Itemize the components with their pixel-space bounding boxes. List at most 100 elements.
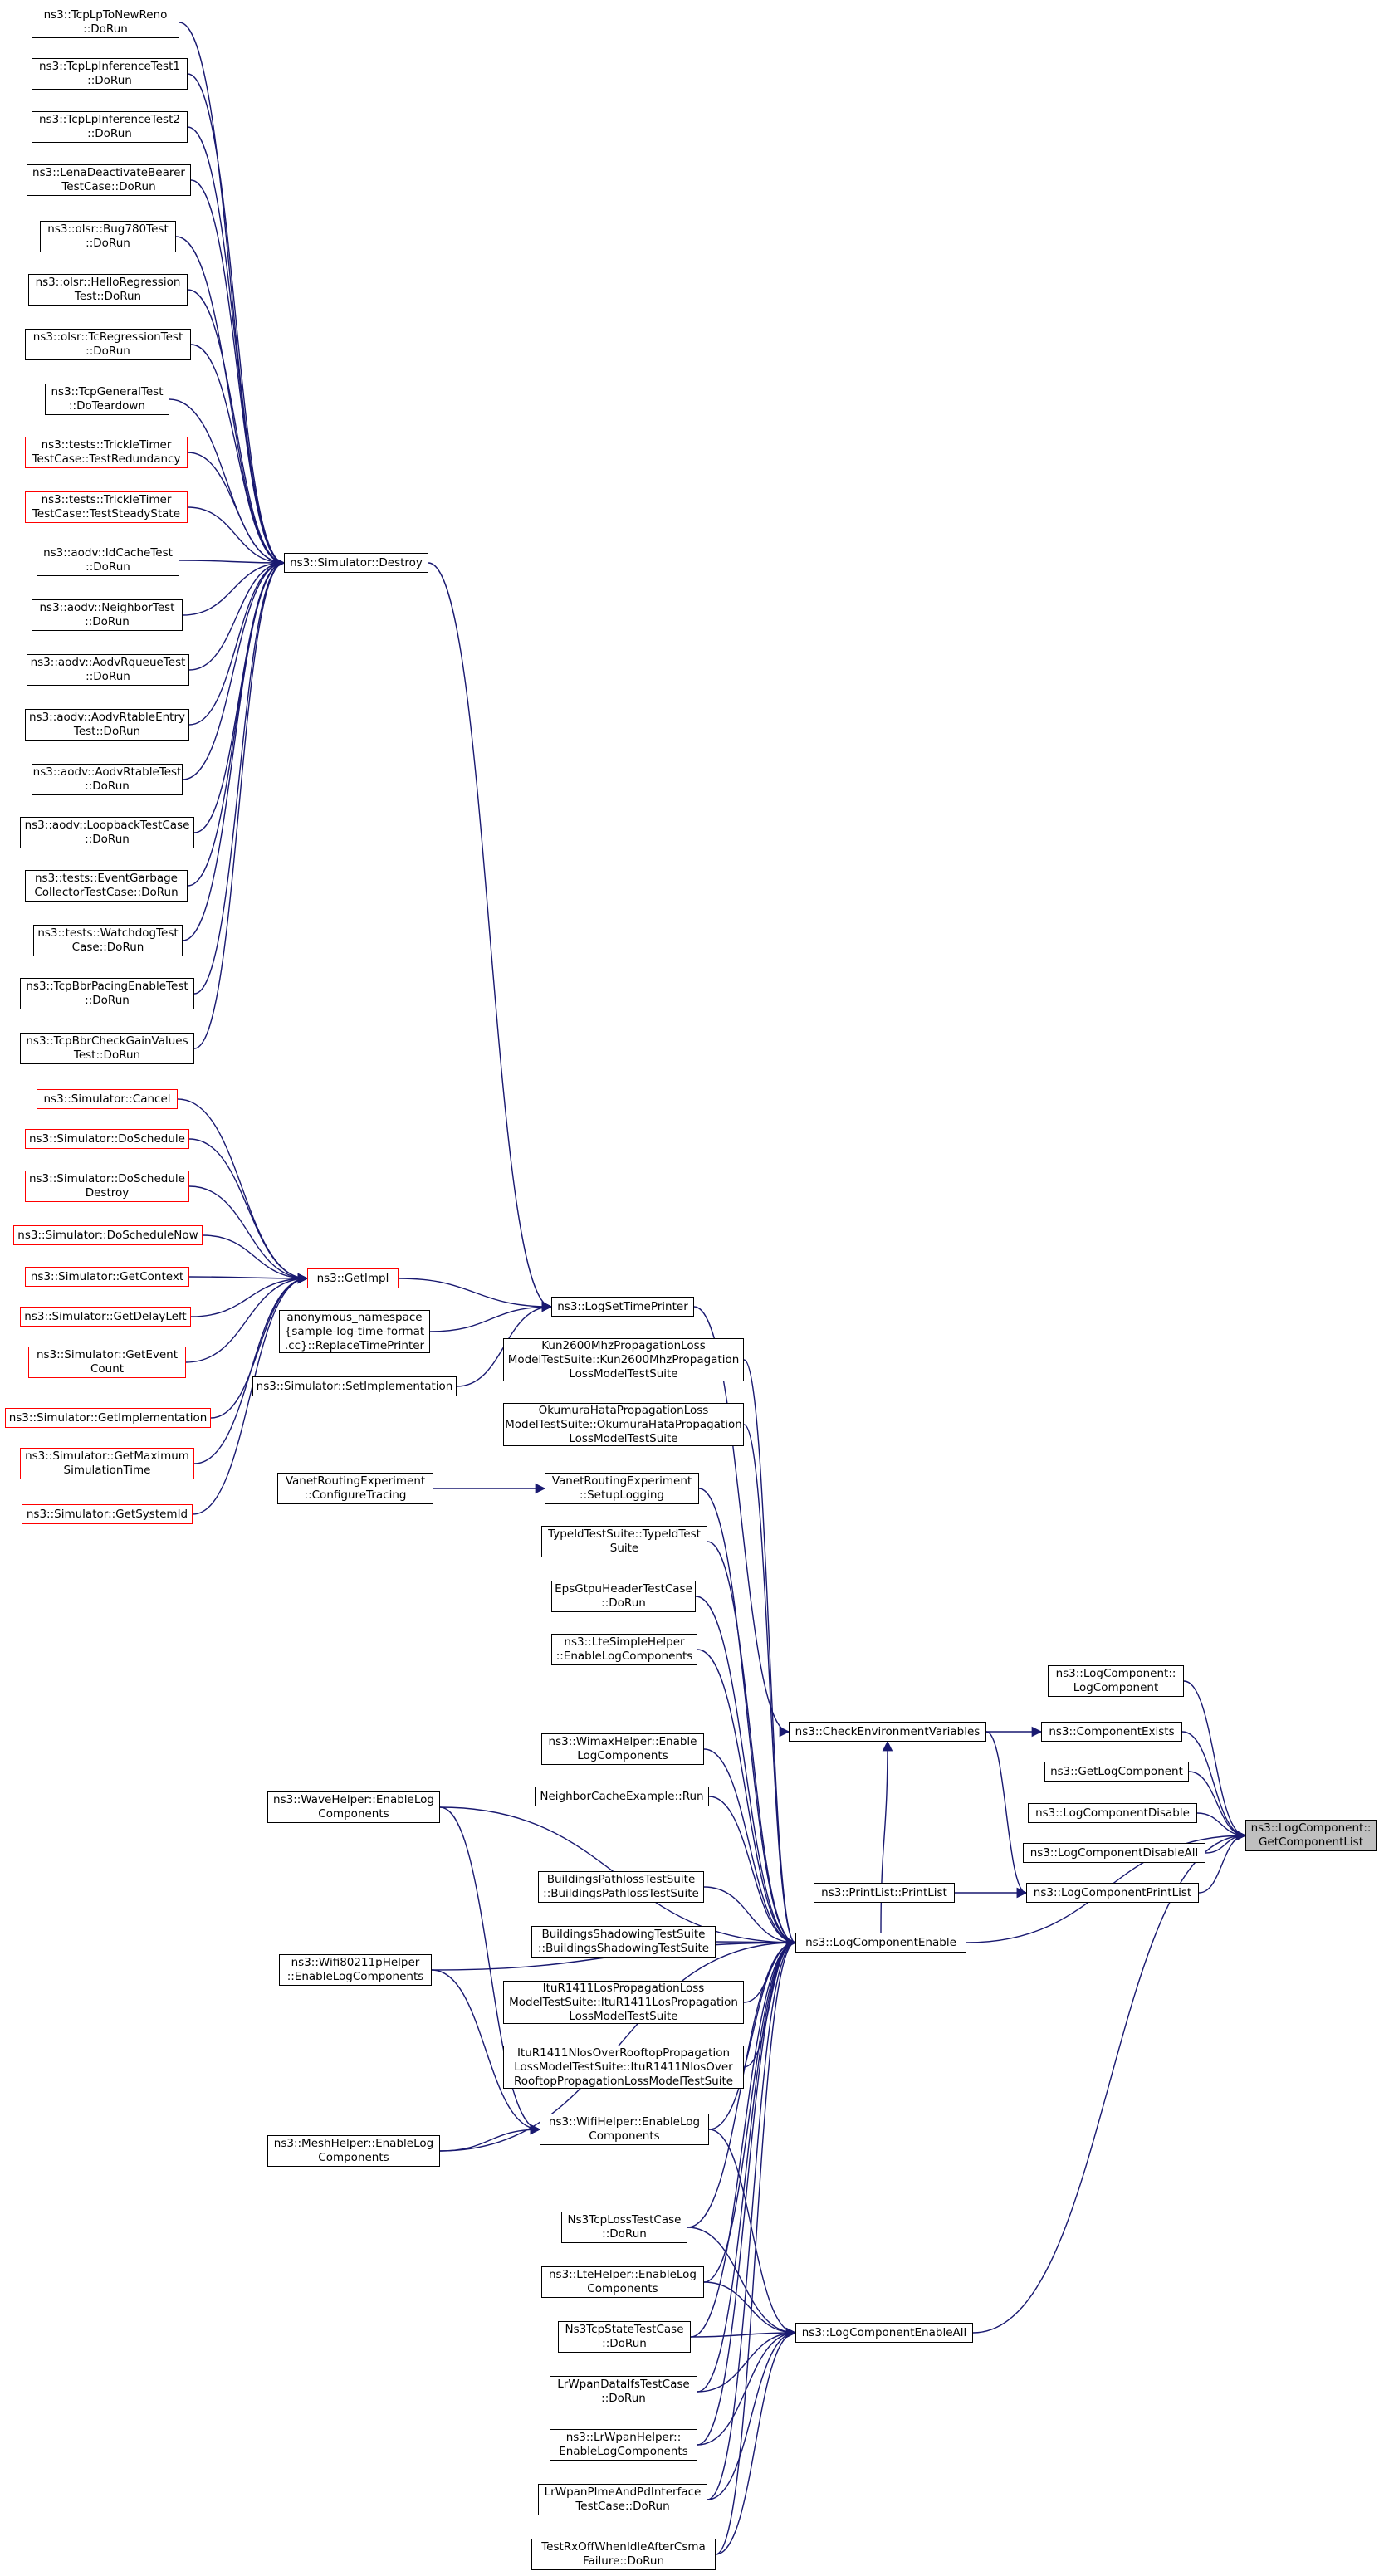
function-node[interactable]: ns3::Simulator::GetImplementation	[5, 1408, 211, 1428]
function-node[interactable]: ns3::LteHelper::EnableLog Components	[541, 2266, 704, 2298]
function-node[interactable]: LrWpanDataIfsTestCase ::DoRun	[550, 2376, 697, 2407]
function-node[interactable]: Kun2600MhzPropagationLoss ModelTestSuite…	[503, 1338, 744, 1381]
function-node[interactable]: ns3::WaveHelper::EnableLog Components	[267, 1791, 440, 1823]
function-node[interactable]: Ns3TcpLossTestCase ::DoRun	[561, 2212, 687, 2243]
function-node[interactable]: ns3::GetLogComponent	[1044, 1762, 1189, 1782]
edge-n10-to-n20	[179, 557, 286, 569]
function-node[interactable]: ns3::Simulator::GetDelayLeft	[20, 1307, 191, 1327]
function-node[interactable]: ns3::Simulator::Destroy	[284, 553, 428, 573]
edge-n30-to-n31	[192, 1273, 309, 1515]
edge-n53-to-n61	[703, 1937, 797, 2283]
function-node[interactable]: ns3::olsr::HelloRegression Test::DoRun	[28, 274, 188, 306]
function-node[interactable]: ns3::MeshHelper::EnableLog Components	[267, 2135, 440, 2167]
function-node[interactable]: ns3::aodv::AodvRqueueTest ::DoRun	[27, 654, 189, 686]
function-node[interactable]: ns3::LogComponent:: LogComponent	[1048, 1665, 1184, 1697]
edge-n47-to-n51	[431, 1969, 541, 2135]
function-node[interactable]: TestRxOffWhenIdleAfterCsma Failure::DoRu…	[531, 2539, 716, 2570]
edge-n4-to-n20	[175, 236, 286, 569]
edge-n26-to-n31	[190, 1273, 309, 1317]
function-node[interactable]: BuildingsShadowingTestSuite ::BuildingsS…	[531, 1926, 716, 1958]
function-node[interactable]: ns3::Simulator::DoScheduleNow	[13, 1225, 203, 1245]
function-node[interactable]: ns3::LogComponentEnableAll	[795, 2323, 973, 2343]
function-node[interactable]: ns3::TcpLpInferenceTest1 ::DoRun	[32, 58, 188, 90]
function-node[interactable]: ns3::aodv::IdCacheTest ::DoRun	[37, 545, 179, 576]
function-node[interactable]: ns3::aodv::LoopbackTestCase ::DoRun	[20, 817, 194, 848]
function-node[interactable]: ns3::TcpBbrPacingEnableTest ::DoRun	[20, 978, 194, 1009]
edge-n20-to-n34	[428, 562, 553, 1312]
edge-n29-to-n31	[193, 1273, 309, 1464]
function-node[interactable]: OkumuraHataPropagationLoss ModelTestSuit…	[503, 1403, 744, 1446]
function-node[interactable]: ns3::LogComponentDisable	[1028, 1803, 1197, 1823]
function-node[interactable]: BuildingsPathlossTestSuite ::BuildingsPa…	[538, 1871, 704, 1903]
function-node[interactable]: ns3::LogComponentEnable	[795, 1933, 966, 1953]
edge-n9-to-n20	[187, 506, 286, 569]
edge-n42-to-n61	[703, 1748, 797, 1948]
function-node[interactable]: ns3::tests::TrickleTimer TestCase::TestS…	[25, 491, 188, 523]
function-node[interactable]: ns3::Simulator::SetImplementation	[252, 1376, 457, 1396]
function-node[interactable]: ns3::aodv::NeighborTest ::DoRun	[32, 599, 183, 631]
function-node[interactable]: ns3::Simulator::Cancel	[37, 1089, 178, 1109]
function-node[interactable]: Ns3TcpStateTestCase ::DoRun	[558, 2321, 691, 2353]
edge-n14-to-n20	[182, 557, 286, 780]
function-node[interactable]: ns3::TcpGeneralTest ::DoTeardown	[45, 384, 169, 415]
function-node[interactable]: LrWpanPlmeAndPdInterface TestCase::DoRun	[538, 2484, 707, 2515]
function-node[interactable]: ns3::LogComponentDisableAll	[1023, 1843, 1205, 1863]
function-node[interactable]: ns3::LogComponentPrintList	[1026, 1883, 1199, 1903]
edge-n32-to-n34	[429, 1301, 553, 1332]
function-node[interactable]: ns3::WimaxHelper::Enable LogComponents	[541, 1733, 704, 1765]
function-node[interactable]: ns3::olsr::TcRegressionTest ::DoRun	[25, 329, 191, 360]
edge-n18-to-n20	[193, 557, 286, 995]
function-node[interactable]: ns3::TcpLpToNewReno ::DoRun	[32, 7, 179, 38]
function-node[interactable]: ns3::ComponentExists	[1041, 1722, 1182, 1742]
edge-n55-to-n62	[697, 2327, 797, 2393]
edge-n39-to-n61	[707, 1541, 797, 1948]
edge-n41-to-n61	[697, 1649, 797, 1948]
function-node[interactable]: ns3::LrWpanHelper:: EnableLogComponents	[550, 2429, 697, 2461]
function-node[interactable]: ns3::Simulator::GetMaximum SimulationTim…	[20, 1448, 194, 1479]
function-node[interactable]: ns3::tests::TrickleTimer TestCase::TestR…	[25, 437, 188, 468]
function-node[interactable]: ns3::olsr::Bug780Test ::DoRun	[40, 221, 176, 252]
edge-n24-to-n31	[202, 1234, 309, 1284]
function-node[interactable]: ns3::aodv::AodvRtableEntry Test::DoRun	[25, 709, 189, 741]
function-node[interactable]: ns3::Simulator::GetSystemId	[22, 1504, 193, 1524]
function-node[interactable]: ns3::PrintList::PrintList	[814, 1883, 955, 1903]
edge-n44-to-n51	[439, 1806, 541, 2135]
function-node[interactable]: ItuR1411NlosOverRooftopPropagation LossM…	[503, 2046, 744, 2089]
edge-n13-to-n20	[188, 557, 286, 726]
function-node[interactable]: ns3::Simulator::GetEvent Count	[28, 1347, 186, 1378]
function-node[interactable]: EpsGtpuHeaderTestCase ::DoRun	[551, 1581, 696, 1612]
function-node[interactable]: ns3::TcpLpInferenceTest2 ::DoRun	[32, 111, 188, 143]
function-node[interactable]: ns3::GetImpl	[307, 1268, 399, 1288]
function-node[interactable]: ns3::Simulator::DoSchedule Destroy	[25, 1171, 189, 1202]
function-node[interactable]: VanetRoutingExperiment ::ConfigureTracin…	[277, 1473, 433, 1504]
function-node[interactable]: ns3::Wifi80211pHelper ::EnableLogCompone…	[279, 1954, 432, 1986]
function-node[interactable]: ns3::LenaDeactivateBearer TestCase::DoRu…	[27, 164, 191, 196]
edge-n57-to-n62	[707, 2327, 797, 2500]
function-node[interactable]: ns3::aodv::AodvRtableTest ::DoRun	[32, 764, 183, 795]
edge-n11-to-n20	[182, 557, 286, 616]
function-node[interactable]: VanetRoutingExperiment ::SetupLogging	[545, 1473, 699, 1504]
edge-n36-to-n61	[743, 1424, 797, 1948]
function-node[interactable]: ns3::CheckEnvironmentVariables	[789, 1722, 986, 1742]
edge-n27-to-n31	[185, 1273, 309, 1363]
function-node[interactable]: ns3::Simulator::DoSchedule	[25, 1129, 189, 1149]
function-node[interactable]: TypeIdTestSuite::TypeIdTest Suite	[541, 1526, 707, 1557]
function-node[interactable]: NeighborCacheExample::Run	[535, 1787, 709, 1806]
edge-n51-to-n61	[708, 1937, 797, 2130]
function-node[interactable]: ns3::tests::EventGarbage CollectorTestCa…	[25, 870, 188, 902]
edge-n63-to-n69	[1183, 1680, 1247, 1841]
function-node[interactable]: ns3::tests::WatchdogTest Case::DoRun	[33, 925, 183, 956]
function-node[interactable]: ns3::Simulator::GetContext	[25, 1267, 189, 1287]
edge-n31-to-n34	[398, 1278, 553, 1312]
target-function-node[interactable]: ns3::LogComponent:: GetComponentList	[1245, 1820, 1377, 1851]
function-node[interactable]: anonymous_namespace {sample-log-time-for…	[279, 1310, 430, 1353]
function-node[interactable]: ns3::TcpBbrCheckGainValues Test::DoRun	[20, 1033, 194, 1064]
edge-n50-to-n51	[439, 2124, 541, 2152]
edge-n61-to-n59	[880, 1740, 893, 1933]
function-node[interactable]: ns3::LteSimpleHelper ::EnableLogComponen…	[551, 1634, 697, 1665]
function-node[interactable]: ns3::LogSetTimePrinter	[551, 1297, 694, 1317]
function-node[interactable]: ItuR1411LosPropagationLoss ModelTestSuit…	[503, 1981, 744, 2024]
function-node[interactable]: ns3::WifiHelper::EnableLog Components	[540, 2114, 709, 2145]
edge-n22-to-n31	[188, 1138, 309, 1284]
